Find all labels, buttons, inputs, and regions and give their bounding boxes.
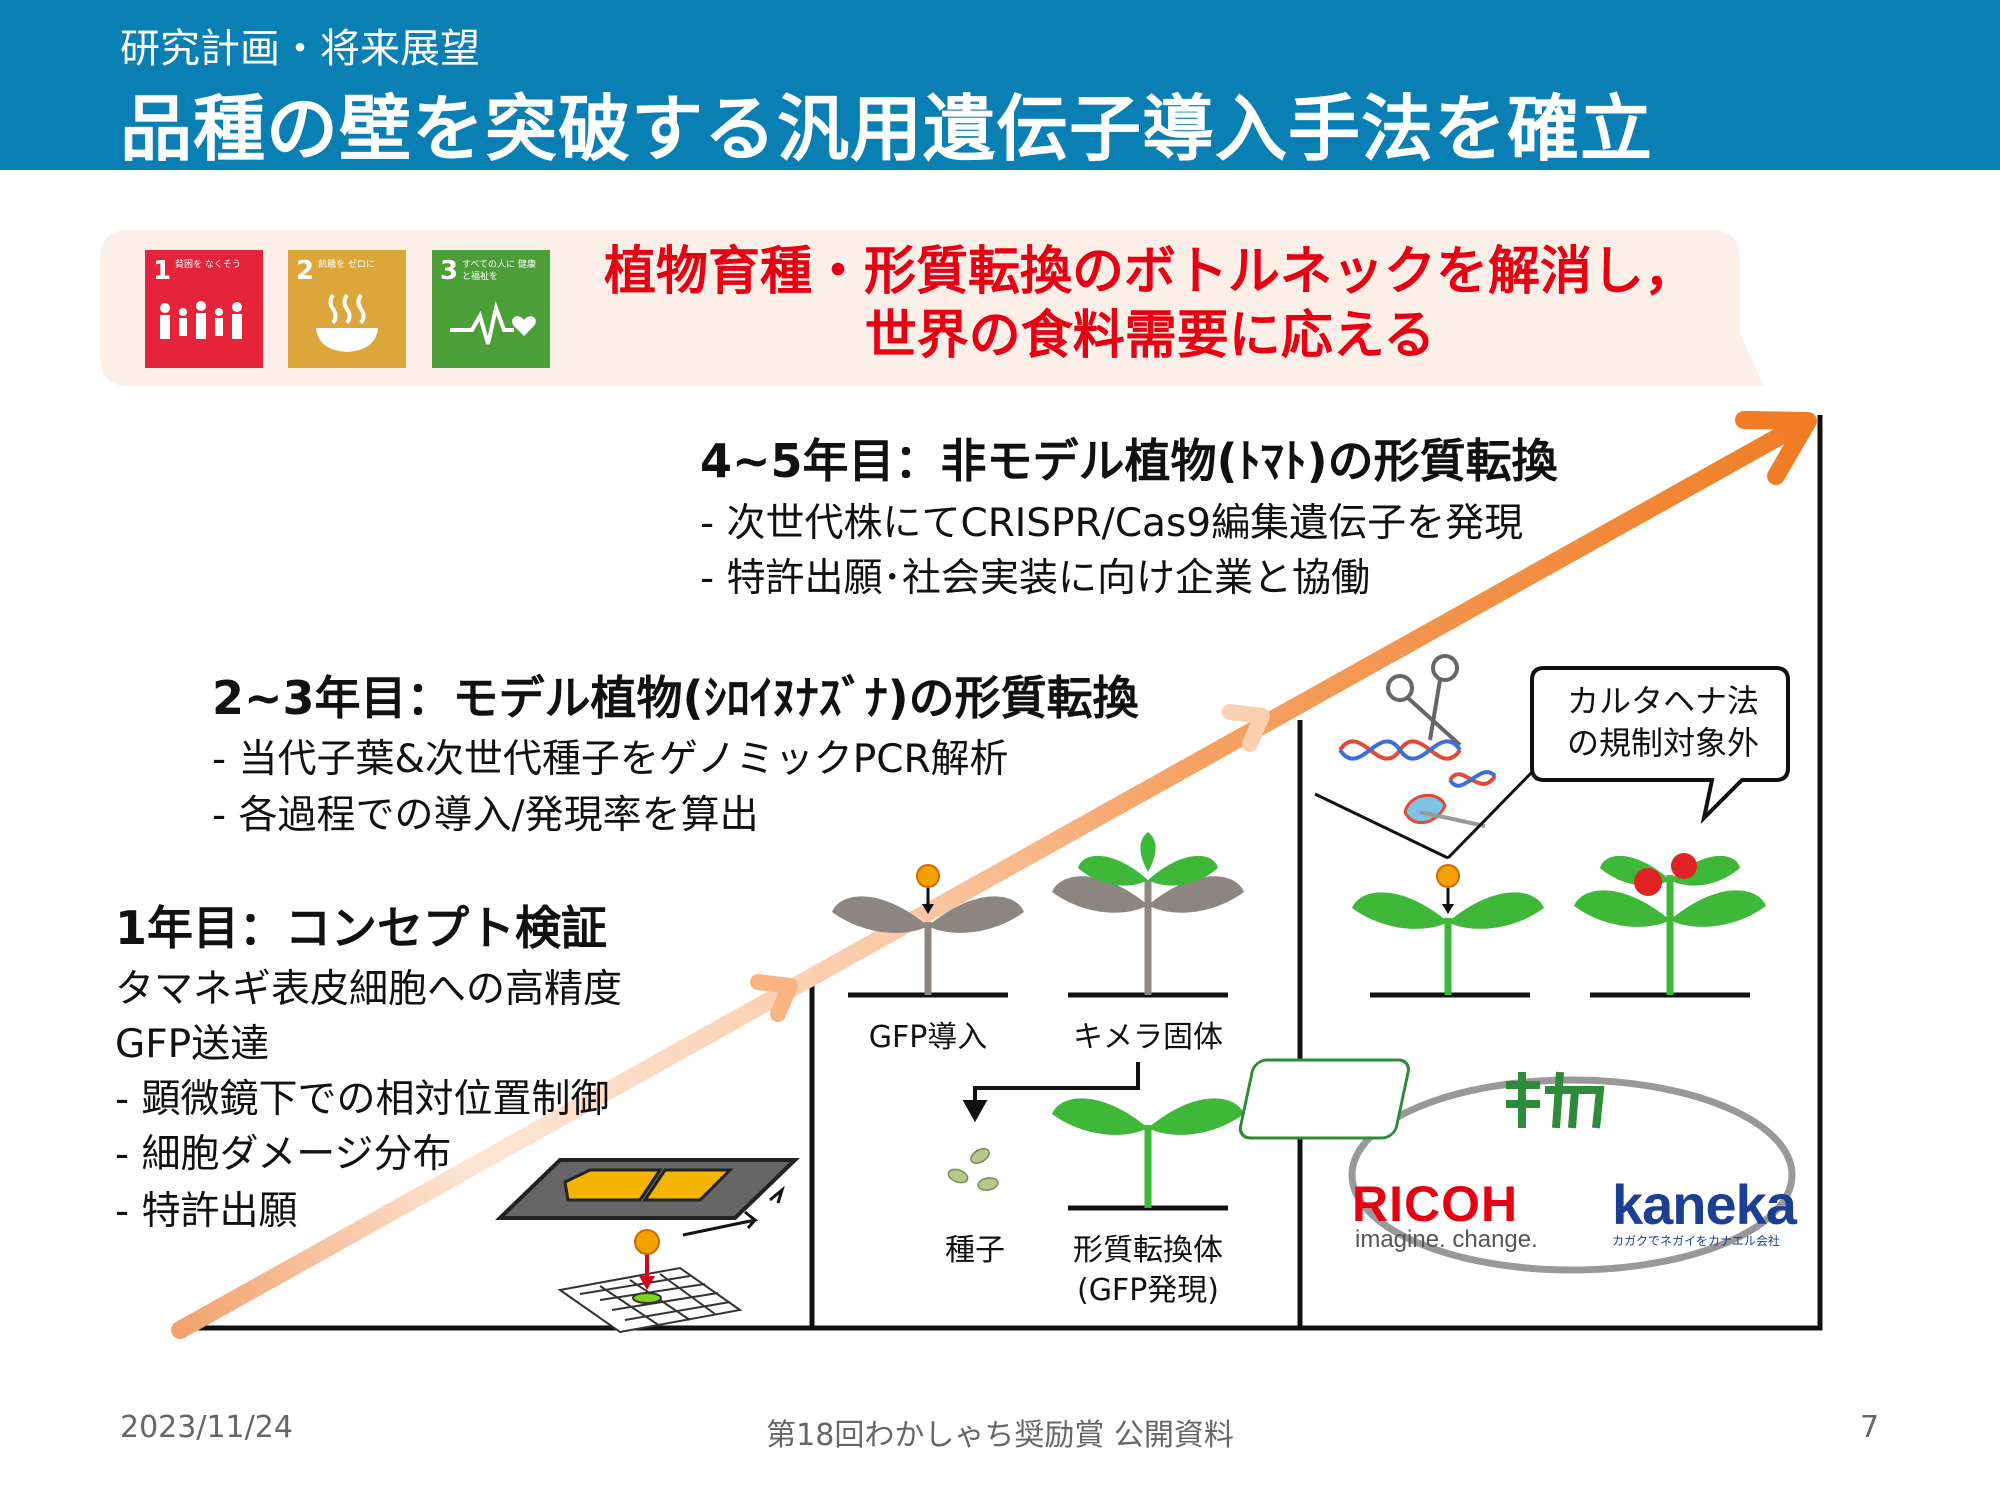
section-subtitle: 研究計画・将来展望 [120, 26, 480, 72]
caption-seed: 種子 [945, 1233, 1005, 1268]
phase2-bullet-2: - 各過程での導入/発現率を算出 [212, 793, 759, 838]
sdg-goal-1-icon: 1 貧困を なくそう [145, 250, 263, 368]
food-bowl-icon [316, 293, 378, 352]
kaneka-tagline: カガクでネガイをカナエル会社 [1612, 1234, 1781, 1248]
onion-cells-illustration [557, 1266, 743, 1334]
ricoh-logo: RICOH [1352, 1176, 1519, 1232]
microchip-illustration [495, 1158, 800, 1237]
particle-pointer-1 [634, 1229, 660, 1290]
cas9-protein-icon [1403, 793, 1486, 828]
phase3-title: 4~5年目：非モデル植物(ﾄﾏﾄ)の形質転換 [700, 434, 1558, 488]
seed-flow-arrow [962, 1062, 1140, 1123]
progress-arrow [171, 411, 1817, 1339]
phase1-line-1: タマネギ表皮細胞への高精度 [115, 967, 623, 1012]
title-bar [0, 0, 2000, 170]
dna-icon [1338, 739, 1497, 788]
family-icon [160, 301, 242, 339]
phase2-title: 2~3年目：モデル植物(ｼﾛｲﾇﾅｽﾞﾅ)の形質転換 [212, 671, 1139, 725]
regulation-callout [1530, 666, 1790, 825]
partners-ellipse [1348, 1076, 1796, 1274]
phase3-bullet-1: - 次世代株にてCRISPR/Cas9編集遺伝子を発現 [700, 501, 1524, 546]
sdg-goal-2-icon: 2 飢餓を ゼロに [288, 250, 406, 368]
slide-title: 品種の壁を突破する汎用遺伝子導入手法を確立 [120, 87, 1654, 171]
staircase-frame [195, 415, 1823, 1331]
caption-transformant: 形質転換体 [1073, 1233, 1223, 1268]
tomato-plant [1574, 853, 1766, 998]
caption-gfp-intro: GFP導入 [868, 1020, 988, 1055]
page-number: 7 [1860, 1410, 1880, 1445]
heartbeat-icon [450, 300, 536, 345]
goal-line-2: 世界の食料需要に応える [864, 306, 1436, 366]
seeds-illustration [947, 1148, 999, 1191]
phase1-bullet-2: - 細胞ダメージ分布 [115, 1132, 452, 1177]
phase1-bullet-1: - 顕微鏡下での相対位置制御 [115, 1077, 610, 1122]
chimera-plant [1052, 832, 1244, 998]
injection-lines [1314, 766, 1538, 860]
caption-gfp-expression: (GFP発現) [1076, 1273, 1219, 1308]
phase1-line-2: GFP送達 [115, 1022, 270, 1067]
university-logo [1238, 1058, 1605, 1140]
phase2-bullet-1: - 当代子葉&次世代種子をゲノミックPCR解析 [212, 737, 1009, 782]
callout-text: カルタヘナ法 の規制対象外 [1528, 680, 1798, 764]
footer-event: 第18回わかしゃち奨励賞 公開資料 [766, 1418, 1234, 1453]
caption-chimera: キメラ固体 [1073, 1020, 1223, 1055]
footer-date: 2023/11/24 [120, 1410, 293, 1445]
edited-plant [1352, 864, 1544, 998]
banner-tail [1700, 334, 1764, 386]
phase3-bullet-2: - 特許出願･社会実装に向け企業と協働 [700, 556, 1370, 601]
sdg-goal-3-icon: 3 すべての人に 健康と福祉を [432, 250, 550, 368]
callout-line-1: カルタヘナ法 [1566, 682, 1759, 720]
scissors-icon [1386, 654, 1462, 747]
callout-line-2: の規制対象外 [1566, 724, 1759, 762]
kaneka-logo: kaneka [1612, 1173, 1797, 1236]
goal-statement: 植物育種・形質転換のボトルネックを解消し， 世界の食料需要に応える [560, 240, 1740, 368]
gfp-intro-plant [832, 864, 1024, 998]
transformant-plant [1052, 1098, 1244, 1211]
phase1-bullet-3: - 特許出願 [115, 1189, 298, 1234]
goal-line-1: 植物育種・形質転換のボトルネックを解消し， [603, 242, 1696, 302]
ricoh-tagline: imagine. change. [1355, 1226, 1538, 1253]
phase1-title: 1年目：コンセプト検証 [115, 901, 608, 955]
